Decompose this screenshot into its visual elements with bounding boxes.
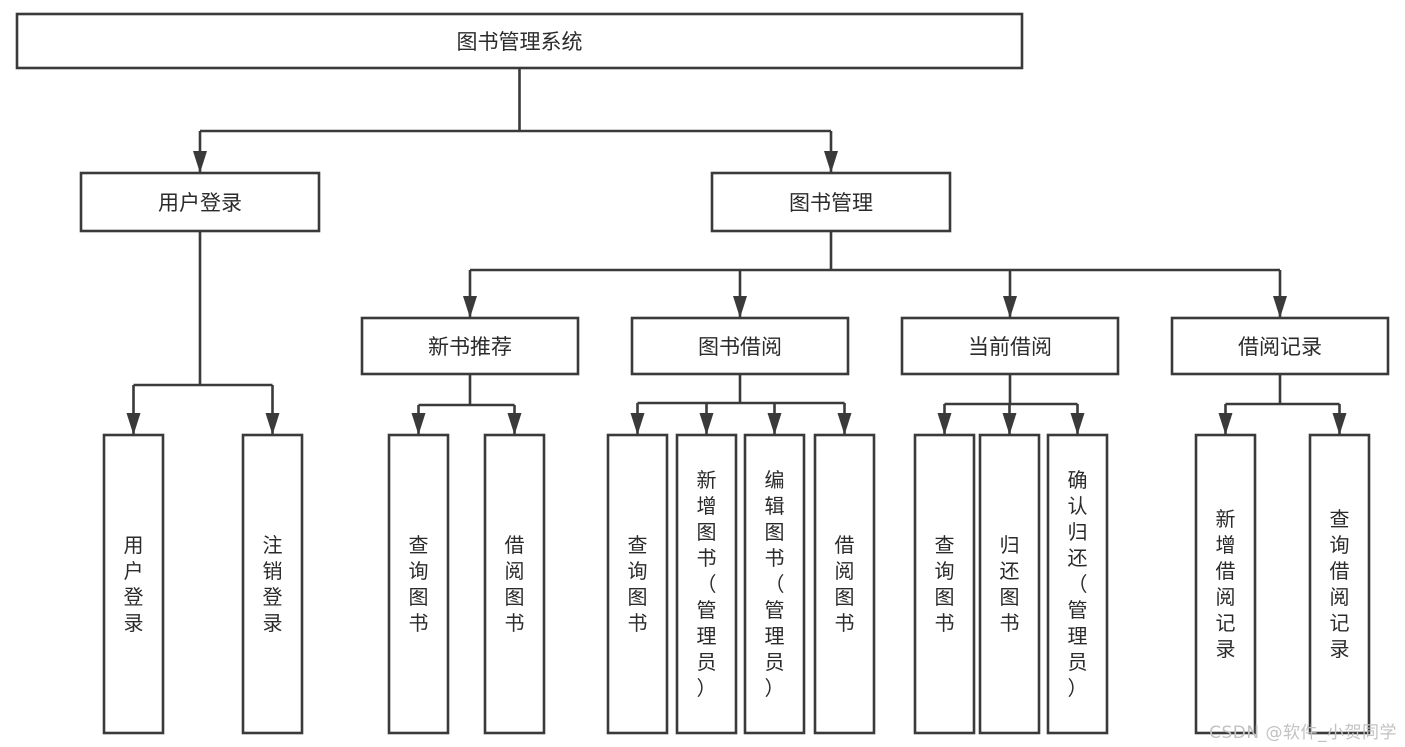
node-查询图书[interactable]: 查询图书 xyxy=(606,433,669,735)
node-编辑图书管理员-label: 编辑图书（管理员） xyxy=(765,468,785,700)
arrow-head-icon xyxy=(1070,413,1085,435)
node-查询借阅记录[interactable]: 查询借阅记录 xyxy=(1308,433,1371,735)
arrow-head-icon xyxy=(699,413,714,435)
arrow-head-icon xyxy=(733,296,747,318)
node-用户登录[interactable]: 用户登录 xyxy=(79,171,321,233)
node-图书借阅-box[interactable] xyxy=(630,316,850,376)
node-查询图书-box[interactable] xyxy=(913,433,976,735)
node-查询图书[interactable]: 查询图书 xyxy=(913,433,976,735)
arrow-head-icon xyxy=(1218,413,1233,435)
arrow-head-icon xyxy=(1332,413,1347,435)
node-归还图书[interactable]: 归还图书 xyxy=(978,433,1041,735)
node-新书推荐-label: 新书推荐 xyxy=(428,335,512,359)
node-注销登录-label: 注销登录 xyxy=(263,533,283,635)
node-归还图书-label: 归还图书 xyxy=(1000,533,1020,635)
arrow-head-icon xyxy=(126,413,141,435)
node-确认归还管理员-box[interactable] xyxy=(1046,433,1109,735)
node-当前借阅-label: 当前借阅 xyxy=(968,335,1052,359)
arrow-head-icon xyxy=(463,296,477,318)
node-借阅图书-box[interactable] xyxy=(813,433,876,735)
arrow-head-icon xyxy=(630,413,645,435)
node-借阅图书[interactable]: 借阅图书 xyxy=(813,433,876,735)
arrow-head-icon xyxy=(1002,413,1017,435)
node-新书推荐-box[interactable] xyxy=(360,316,580,376)
node-查询借阅记录-label: 查询借阅记录 xyxy=(1330,507,1350,661)
node-借阅记录-box[interactable] xyxy=(1170,316,1390,376)
arrow-head-icon xyxy=(411,413,426,435)
arrow-head-icon xyxy=(824,151,838,173)
node-确认归还管理员-label: 确认归还（管理员） xyxy=(1068,468,1088,700)
node-借阅图书-box[interactable] xyxy=(483,433,546,735)
node-用户登录-label: 用户登录 xyxy=(158,191,242,215)
node-查询图书[interactable]: 查询图书 xyxy=(387,433,450,735)
node-借阅图书-label: 借阅图书 xyxy=(505,533,525,635)
node-用户登录-label: 用户登录 xyxy=(124,533,144,635)
node-查询图书-label: 查询图书 xyxy=(409,533,429,635)
node-借阅记录[interactable]: 借阅记录 xyxy=(1170,316,1390,376)
arrow-head-icon xyxy=(1273,296,1287,318)
arrow-head-icon xyxy=(837,413,852,435)
arrow-head-icon xyxy=(767,413,782,435)
node-查询图书-box[interactable] xyxy=(606,433,669,735)
node-新书推荐[interactable]: 新书推荐 xyxy=(360,316,580,376)
node-查询借阅记录-box[interactable] xyxy=(1308,433,1371,735)
node-新增图书管理员[interactable]: 新增图书（管理员） xyxy=(675,433,738,735)
node-图书管理[interactable]: 图书管理 xyxy=(710,171,952,233)
node-确认归还管理员[interactable]: 确认归还（管理员） xyxy=(1046,433,1109,735)
node-借阅图书-label: 借阅图书 xyxy=(835,533,855,635)
node-图书借阅[interactable]: 图书借阅 xyxy=(630,316,850,376)
node-用户登录-box[interactable] xyxy=(79,171,321,233)
node-新增借阅记录[interactable]: 新增借阅记录 xyxy=(1194,433,1257,735)
node-新增借阅记录-box[interactable] xyxy=(1194,433,1257,735)
node-用户登录[interactable]: 用户登录 xyxy=(102,433,165,735)
node-编辑图书管理员[interactable]: 编辑图书（管理员） xyxy=(743,433,806,735)
node-layer: 图书管理系统用户登录图书管理新书推荐图书借阅当前借阅借阅记录用户登录注销登录查询… xyxy=(15,12,1390,735)
node-注销登录-box[interactable] xyxy=(241,433,304,735)
node-归还图书-box[interactable] xyxy=(978,433,1041,735)
node-新增图书管理员-label: 新增图书（管理员） xyxy=(697,468,717,700)
node-用户登录-box[interactable] xyxy=(102,433,165,735)
node-图书管理系统-box[interactable] xyxy=(15,12,1024,70)
node-编辑图书管理员-box[interactable] xyxy=(743,433,806,735)
connector-layer xyxy=(126,68,1347,435)
arrow-head-icon xyxy=(193,151,207,173)
node-新增图书管理员-box[interactable] xyxy=(675,433,738,735)
node-新增借阅记录-label: 新增借阅记录 xyxy=(1216,507,1236,661)
node-查询图书-label: 查询图书 xyxy=(628,533,648,635)
node-图书管理-label: 图书管理 xyxy=(789,191,873,215)
arrow-head-icon xyxy=(1003,296,1017,318)
node-图书管理系统[interactable]: 图书管理系统 xyxy=(15,12,1024,70)
node-查询图书-box[interactable] xyxy=(387,433,450,735)
node-借阅图书[interactable]: 借阅图书 xyxy=(483,433,546,735)
node-图书管理系统-label: 图书管理系统 xyxy=(457,30,583,54)
node-查询图书-label: 查询图书 xyxy=(935,533,955,635)
node-图书借阅-label: 图书借阅 xyxy=(698,335,782,359)
node-注销登录[interactable]: 注销登录 xyxy=(241,433,304,735)
arrow-head-icon xyxy=(507,413,522,435)
arrow-head-icon xyxy=(265,413,280,435)
node-借阅记录-label: 借阅记录 xyxy=(1238,335,1322,359)
node-图书管理-box[interactable] xyxy=(710,171,952,233)
node-当前借阅-box[interactable] xyxy=(900,316,1120,376)
arrow-head-icon xyxy=(937,413,952,435)
node-当前借阅[interactable]: 当前借阅 xyxy=(900,316,1120,376)
